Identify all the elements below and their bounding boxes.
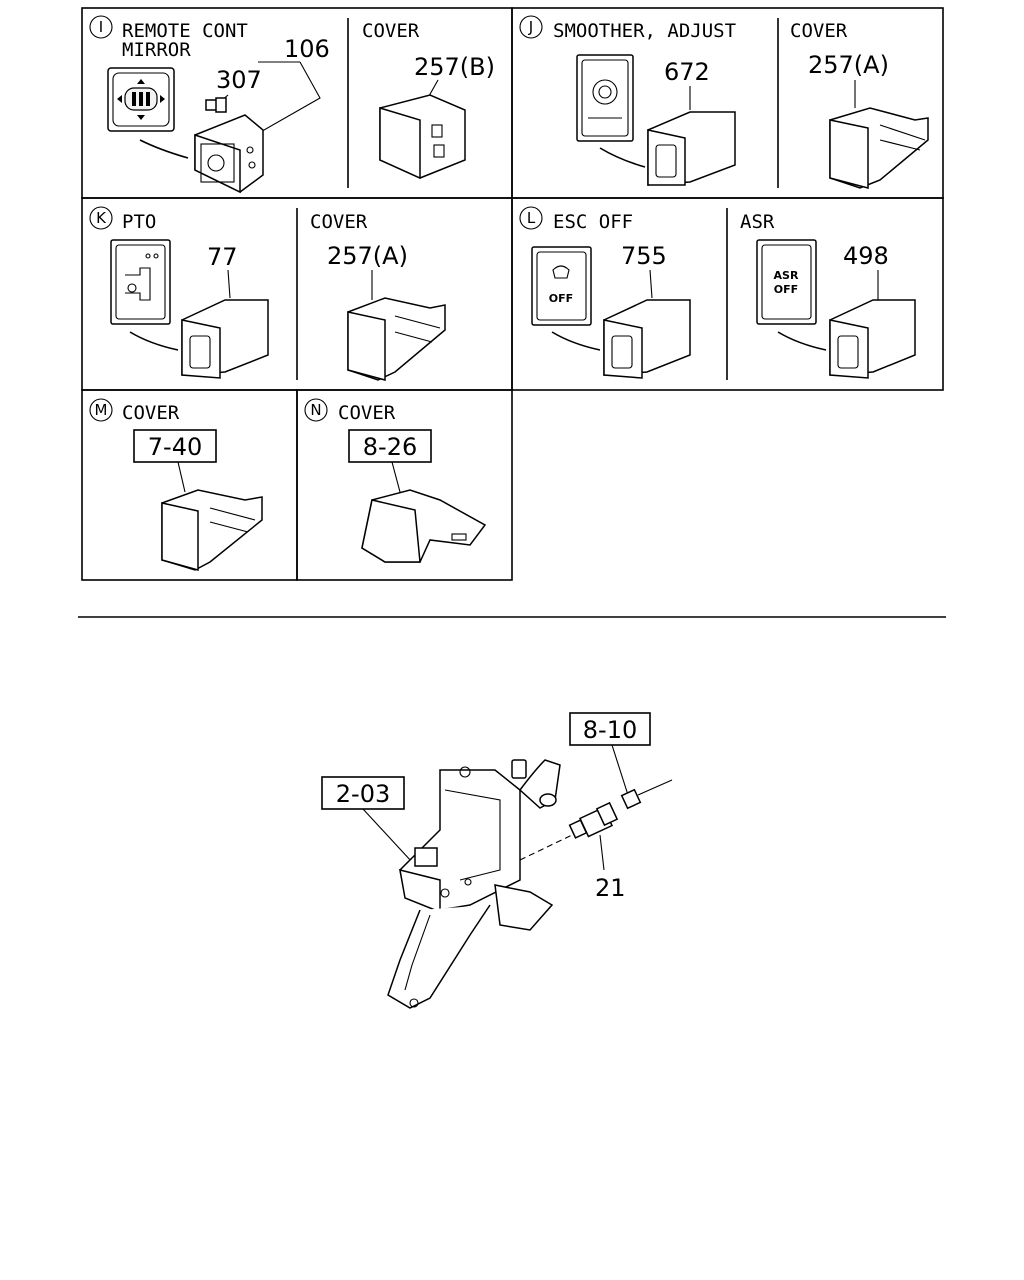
smoother-switch-icon <box>647 111 736 186</box>
part-number-257a: 257(A) <box>808 51 889 79</box>
panel-letter: I <box>99 18 103 36</box>
cover-blank-icon <box>379 94 466 180</box>
part-number-498: 498 <box>843 242 889 270</box>
ref-number-8-10: 8-10 <box>583 716 637 744</box>
ref-number-2-03: 2-03 <box>336 780 390 808</box>
panel-title-line2: MIRROR <box>122 39 191 61</box>
esc-badge-text: OFF <box>549 292 573 305</box>
ref-box <box>348 429 432 463</box>
pto-switch-face-icon <box>110 239 171 325</box>
part-number-672: 672 <box>664 58 710 86</box>
cover-blank-icon <box>829 107 929 189</box>
panel-pto: K PTO 77 <box>89 206 269 379</box>
panel-letter: L <box>527 209 536 227</box>
panel-cover-257a-j: COVER 257(A) <box>790 20 929 189</box>
panel-letter: N <box>310 401 321 419</box>
panel-cover-257b: COVER 257(B) <box>362 20 495 180</box>
panel-remote-cont-mirror: I REMOTE CONT MIRROR 106 307 <box>89 15 330 194</box>
leader-line <box>611 744 629 796</box>
ref-box <box>133 429 217 463</box>
panel-title: ESC OFF <box>553 211 633 233</box>
panel-title: PTO <box>122 211 156 233</box>
part-number-755: 755 <box>621 242 667 270</box>
panel-title: SMOOTHER, ADJUST <box>553 20 736 42</box>
connector-icon <box>620 779 673 810</box>
stop-switch-icon <box>568 801 619 839</box>
panel-letter: K <box>96 209 107 227</box>
part-number-307: 307 <box>216 66 262 94</box>
esc-switch-face-icon: OFF <box>531 246 592 326</box>
pedal-assembly: 8-10 2-03 21 <box>321 712 673 1009</box>
pointer-arrow <box>777 331 827 351</box>
panel-letter-circle <box>89 15 113 39</box>
mirror-switch-face-icon <box>107 67 175 132</box>
panel-title: COVER <box>790 20 848 42</box>
asr-switch-icon <box>829 299 916 379</box>
panel-title: COVER <box>310 211 368 233</box>
cover-angled-icon <box>361 489 487 563</box>
panel-esc-off: L ESC OFF 755 OFF <box>519 206 691 379</box>
part-number-257b: 257(B) <box>414 53 495 81</box>
asr-switch-face-icon: ASR OFF <box>756 239 817 325</box>
panel-letter: J <box>528 18 533 36</box>
ref-number-8-26: 8-26 <box>363 433 417 461</box>
pointer-arrow <box>129 331 179 351</box>
cover-blank-icon <box>347 297 446 381</box>
panel-letter: M <box>95 401 108 419</box>
panel-cover-8-26: N COVER 8-26 <box>304 398 487 563</box>
ref-box <box>569 712 651 746</box>
leader-line <box>391 461 401 493</box>
smoother-switch-face-icon <box>576 54 634 142</box>
panel-asr: ASR 498 ASR OFF <box>740 211 916 379</box>
alignment-line <box>519 834 573 861</box>
panel-title: ASR <box>740 211 775 233</box>
part-number-21: 21 <box>595 874 626 902</box>
part-number-257a: 257(A) <box>327 242 408 270</box>
pointer-arrow <box>139 139 189 159</box>
panel-title: COVER <box>122 402 180 424</box>
panel-title-line1: REMOTE CONT <box>122 20 248 42</box>
panel-title: COVER <box>338 402 396 424</box>
esc-switch-icon <box>603 299 691 379</box>
leader-line <box>249 61 321 139</box>
panel-grid <box>81 7 944 581</box>
asr-badge-line1: ASR <box>774 269 799 282</box>
pointer-arrow <box>551 331 601 351</box>
leader-line <box>177 461 186 493</box>
leader-line <box>599 834 605 871</box>
pointer-arrow <box>599 147 646 168</box>
panel-smoother-adjust: J SMOOTHER, ADJUST 672 <box>519 15 736 186</box>
leader-line <box>362 808 413 863</box>
panel-cover-7-40: M COVER 7-40 <box>89 398 263 571</box>
screw-icon <box>205 97 227 113</box>
leader-line <box>649 269 653 299</box>
leader-line <box>227 269 231 299</box>
part-number-77: 77 <box>207 243 238 271</box>
pedal-bracket-icon <box>387 759 561 1009</box>
panel-cover-257a-k: COVER 257(A) <box>310 211 446 381</box>
part-number-106: 106 <box>284 35 330 63</box>
asr-badge-line2: OFF <box>774 283 798 296</box>
pto-switch-icon <box>181 299 269 379</box>
mirror-switch-icon <box>194 114 264 194</box>
ref-number-7-40: 7-40 <box>148 433 202 461</box>
cover-blank-icon <box>161 489 263 571</box>
panel-title: COVER <box>362 20 420 42</box>
